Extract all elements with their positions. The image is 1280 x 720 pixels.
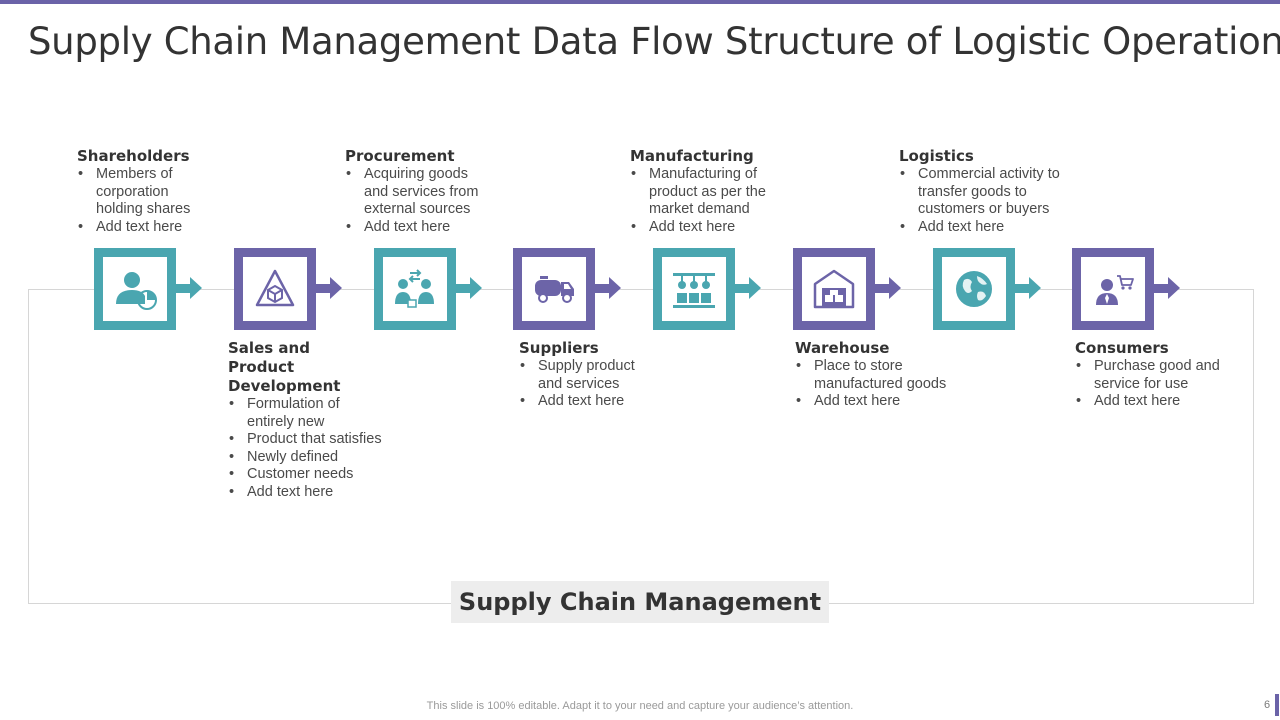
bullet-item: Members of corporation holding shares <box>77 166 217 219</box>
supply-chain-frame <box>28 289 1254 604</box>
bullet-item: Add text here <box>795 393 955 411</box>
flow-step-warehouse <box>793 248 901 330</box>
bullet-item: Add text here <box>228 484 398 502</box>
step-heading: Warehouse <box>795 339 890 357</box>
bullet-item: Commercial activity to transfer goods to… <box>899 166 1074 219</box>
connector-arrow <box>176 284 190 293</box>
arrow-head <box>1168 277 1180 299</box>
frame-label: Supply Chain Management <box>451 581 829 623</box>
connector-arrow <box>1015 284 1029 293</box>
step-heading: Logistics <box>899 147 974 165</box>
globe-icon <box>956 271 992 307</box>
delivery-truck-icon <box>535 276 574 303</box>
step-text-procurement: Procurement Acquiring goods and services… <box>345 147 545 236</box>
bullet-item: Add text here <box>77 219 217 237</box>
arrow-head <box>749 277 761 299</box>
step-heading: Sales and Product Development <box>228 339 341 395</box>
bullet-item: Supply product and services <box>519 358 654 393</box>
step-heading: Suppliers <box>519 339 599 357</box>
connector-arrow <box>456 284 470 293</box>
connector-arrow <box>1154 284 1168 293</box>
step-box <box>513 248 595 330</box>
consumer-cart-icon <box>1096 275 1134 305</box>
arrow-head <box>470 277 482 299</box>
flow-step-procurement <box>374 248 482 330</box>
bullet-item: Add text here <box>345 219 495 237</box>
flow-step-suppliers <box>513 248 621 330</box>
bullet-item: Add text here <box>519 393 654 411</box>
flow-step-logistics <box>933 248 1041 330</box>
bullet-item: Formulation of entirely new <box>228 396 356 431</box>
flow-step-shareholders <box>94 248 202 330</box>
connector-arrow <box>875 284 889 293</box>
page-number: 6 <box>1264 699 1271 711</box>
connector-arrow <box>316 284 330 293</box>
shareholder-icon <box>116 272 157 310</box>
top-accent-bar <box>0 0 1280 4</box>
bullet-item: Add text here <box>630 219 780 237</box>
bullet-item: Customer needs <box>228 466 398 484</box>
arrow-head <box>889 277 901 299</box>
flow-step-sales-product-development <box>234 248 342 330</box>
arrow-head <box>1029 277 1041 299</box>
step-box <box>374 248 456 330</box>
step-box <box>234 248 316 330</box>
product-development-icon <box>255 269 295 307</box>
arrow-head <box>330 277 342 299</box>
step-text-warehouse: Warehouse Place to store manufactured go… <box>795 339 995 411</box>
bullet-item: Add text here <box>1075 393 1245 411</box>
connector-arrow <box>595 284 609 293</box>
bullet-item: Acquiring goods and services from extern… <box>345 166 495 219</box>
step-text-consumers: Consumers Purchase good and service for … <box>1075 339 1275 411</box>
step-text-shareholders: Shareholders Members of corporation hold… <box>77 147 277 236</box>
manufacturing-icon <box>673 273 715 308</box>
arrow-head <box>609 277 621 299</box>
slide-title: Supply Chain Management Data Flow Struct… <box>28 20 1280 63</box>
flow-step-consumers <box>1072 248 1180 330</box>
warehouse-icon <box>813 269 855 309</box>
step-text-logistics: Logistics Commercial activity to transfe… <box>899 147 1099 236</box>
step-heading: Manufacturing <box>630 147 754 165</box>
bullet-item: Add text here <box>899 219 1074 237</box>
arrow-head <box>190 277 202 299</box>
step-text-manufacturing: Manufacturing Manufacturing of product a… <box>630 147 830 236</box>
step-heading: Shareholders <box>77 147 190 165</box>
bullet-item: Manufacturing of product as per the mark… <box>630 166 780 219</box>
step-box <box>94 248 176 330</box>
bullet-item: Purchase good and service for use <box>1075 358 1245 393</box>
step-heading: Consumers <box>1075 339 1169 357</box>
bullet-item: Product that satisfies <box>228 431 398 449</box>
step-text-sales-product-development: Sales and Product Development Formulatio… <box>228 339 428 502</box>
bullet-item: Newly defined <box>228 449 398 467</box>
page-number-accent-bar <box>1275 694 1279 716</box>
footer-note: This slide is 100% editable. Adapt it to… <box>426 700 854 712</box>
step-box <box>1072 248 1154 330</box>
step-heading: Procurement <box>345 147 455 165</box>
connector-arrow <box>735 284 749 293</box>
flow-step-manufacturing <box>653 248 761 330</box>
procurement-icon <box>395 269 434 308</box>
step-text-suppliers: Suppliers Supply product and services Ad… <box>519 339 719 411</box>
bullet-item: Place to store manufactured goods <box>795 358 955 393</box>
